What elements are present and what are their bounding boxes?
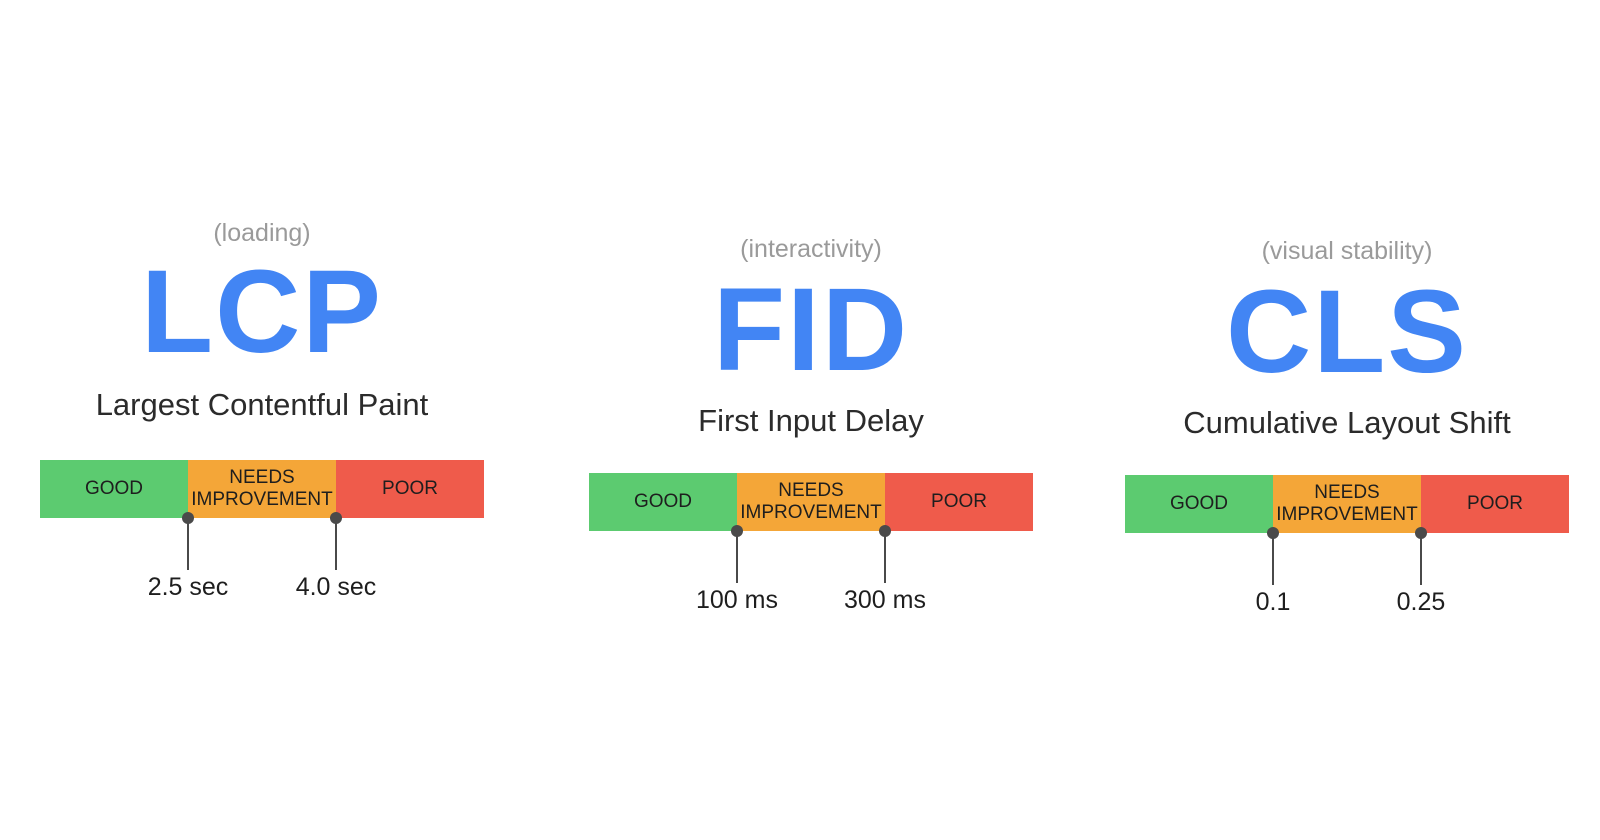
segment-poor: POOR bbox=[885, 473, 1033, 531]
segment-good: GOOD bbox=[1125, 475, 1273, 533]
metric-full-name: Cumulative Layout Shift bbox=[1183, 405, 1511, 440]
metric-acronym: CLS bbox=[1226, 266, 1468, 398]
marker-dot bbox=[1415, 527, 1427, 539]
metric-full-name: Largest Contentful Paint bbox=[95, 387, 429, 422]
threshold-value: 0.1 bbox=[1255, 588, 1291, 616]
segment-good: GOOD bbox=[40, 460, 188, 518]
marker-dot bbox=[182, 512, 194, 524]
threshold-value: 4.0 sec bbox=[295, 573, 377, 601]
marker-stem bbox=[1420, 533, 1422, 585]
segment-good: GOOD bbox=[589, 473, 737, 531]
threshold-value: 300 ms bbox=[844, 586, 926, 614]
marker-stem bbox=[1272, 533, 1274, 585]
marker-stem bbox=[187, 518, 189, 570]
metric-subtitle: (visual stability) bbox=[1261, 237, 1433, 265]
marker-dot bbox=[1267, 527, 1279, 539]
metric-acronym: LCP bbox=[141, 246, 383, 378]
threshold-value: 100 ms bbox=[696, 586, 778, 614]
marker-dot bbox=[330, 512, 342, 524]
threshold-value: 2.5 sec bbox=[147, 573, 229, 601]
metric-subtitle: (interactivity) bbox=[740, 235, 882, 263]
segment-poor: POOR bbox=[336, 460, 484, 518]
marker-stem bbox=[335, 518, 337, 570]
metric-acronym: FID bbox=[712, 264, 910, 396]
marker-stem bbox=[736, 531, 738, 583]
marker-stem bbox=[884, 531, 886, 583]
marker-dot bbox=[879, 525, 891, 537]
threshold-value: 0.25 bbox=[1396, 588, 1446, 616]
metric-full-name: First Input Delay bbox=[698, 403, 924, 438]
metric-subtitle: (loading) bbox=[213, 219, 311, 247]
marker-dot bbox=[731, 525, 743, 537]
segment-poor: POOR bbox=[1421, 475, 1569, 533]
